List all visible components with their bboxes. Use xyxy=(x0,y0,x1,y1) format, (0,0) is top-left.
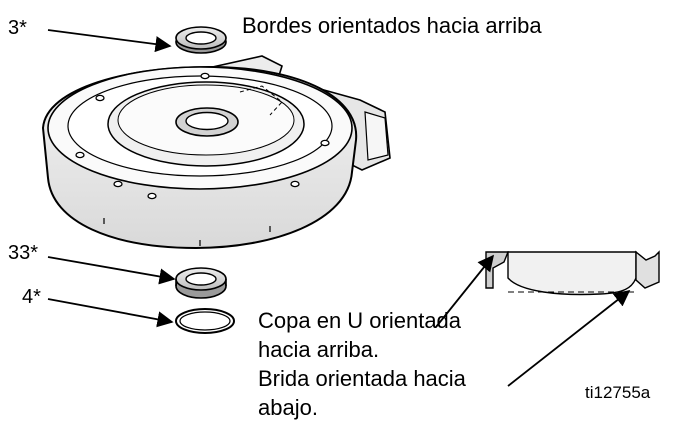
seal-part-33 xyxy=(175,267,227,299)
callout-flange-line1: Brida orientada hacia xyxy=(258,366,466,391)
callout-part-4: 4* xyxy=(22,286,41,308)
leader-lines xyxy=(47,29,631,387)
callout-cup-line1: Copa en U orientada xyxy=(258,308,462,333)
housing-body xyxy=(41,55,391,250)
callout-lips-up: Bordes orientados hacia arriba xyxy=(242,13,542,38)
section-detail xyxy=(485,250,660,296)
callout-flange-line2: abajo. xyxy=(258,395,318,420)
figure-id: ti12755a xyxy=(585,383,651,402)
callout-part-33: 33* xyxy=(8,242,39,264)
o-ring-part-4 xyxy=(175,308,235,334)
callout-part-3: 3* xyxy=(8,17,27,39)
callout-cup-line2: hacia arriba. xyxy=(258,337,380,362)
seal-part-3 xyxy=(175,26,227,54)
